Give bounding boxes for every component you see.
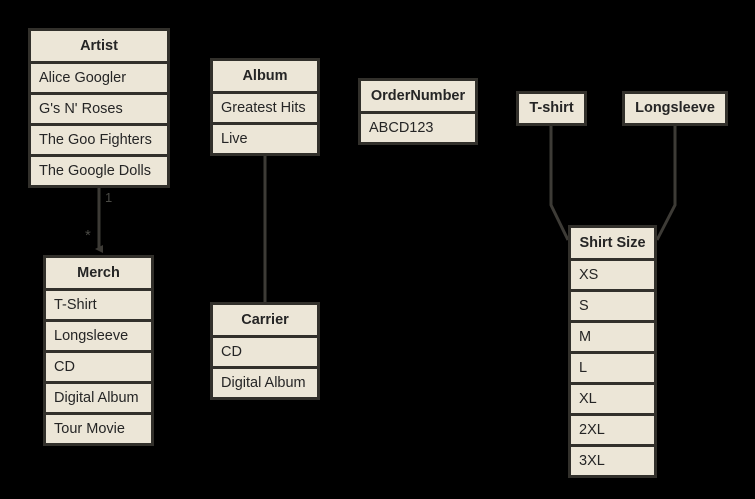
entity-row[interactable]: 3XL — [571, 444, 654, 475]
entity-title: T-shirt — [519, 94, 584, 123]
entity-title: Carrier — [213, 305, 317, 335]
entity-title: OrderNumber — [361, 81, 475, 111]
entity-row[interactable]: Alice Googler — [31, 61, 167, 92]
entity-carrier[interactable]: Carrier CD Digital Album — [210, 302, 320, 400]
entity-row[interactable]: 2XL — [571, 413, 654, 444]
entity-row[interactable]: XL — [571, 382, 654, 413]
entity-merch[interactable]: Merch T-Shirt Longsleeve CD Digital Albu… — [43, 255, 154, 446]
entity-artist[interactable]: Artist Alice Googler G's N' Roses The Go… — [28, 28, 170, 188]
entity-row[interactable]: The Google Dolls — [31, 154, 167, 185]
multiplicity-label-one: 1 — [105, 190, 113, 205]
entity-title: Merch — [46, 258, 151, 288]
entity-row[interactable]: Longsleeve — [46, 319, 151, 350]
entity-row[interactable]: Digital Album — [46, 381, 151, 412]
entity-row[interactable]: T-Shirt — [46, 288, 151, 319]
entity-row[interactable]: CD — [213, 335, 317, 366]
edge-longsleeve-to-shirtsize — [655, 120, 677, 241]
entity-row[interactable]: Digital Album — [213, 366, 317, 397]
entity-row[interactable]: The Goo Fighters — [31, 123, 167, 154]
entity-row[interactable]: G's N' Roses — [31, 92, 167, 123]
entity-title: Longsleeve — [625, 94, 725, 123]
entity-longsleeve[interactable]: Longsleeve — [622, 91, 728, 126]
entity-row[interactable]: ABCD123 — [361, 111, 475, 142]
entity-album[interactable]: Album Greatest Hits Live — [210, 58, 320, 156]
entity-row[interactable]: M — [571, 320, 654, 351]
edge-tshirt-to-shirtsize — [549, 120, 570, 241]
entity-row[interactable]: CD — [46, 350, 151, 381]
entity-row[interactable]: XS — [571, 258, 654, 289]
entity-row[interactable]: Tour Movie — [46, 412, 151, 443]
entity-row[interactable]: S — [571, 289, 654, 320]
entity-title: Shirt Size — [571, 228, 654, 258]
entity-title: Artist — [31, 31, 167, 61]
entity-row[interactable]: L — [571, 351, 654, 382]
entity-ordernumber[interactable]: OrderNumber ABCD123 — [358, 78, 478, 145]
entity-row[interactable]: Live — [213, 122, 317, 153]
entity-row[interactable]: Greatest Hits — [213, 91, 317, 122]
entity-title: Album — [213, 61, 317, 91]
entity-tshirt[interactable]: T-shirt — [516, 91, 587, 126]
multiplicity-label-many: * — [85, 227, 91, 244]
entity-shirtsize[interactable]: Shirt Size XS S M L XL 2XL 3XL — [568, 225, 657, 478]
